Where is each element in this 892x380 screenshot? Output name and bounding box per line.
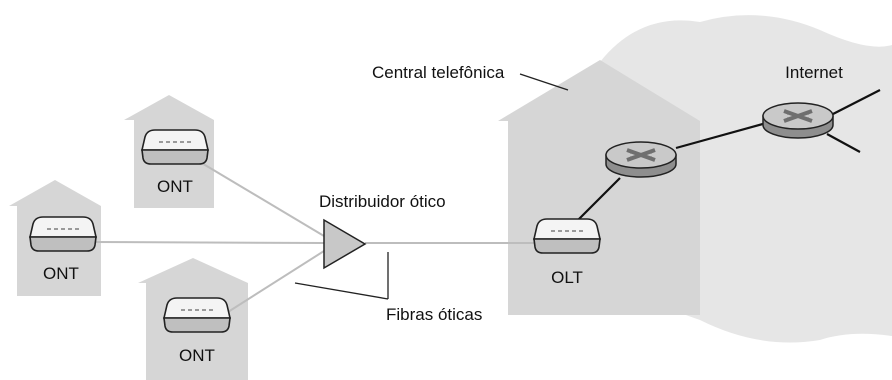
fibers-label: Fibras óticas — [386, 305, 482, 324]
router-icon-internet — [761, 101, 835, 140]
ont-modem-icon-bottom — [163, 297, 231, 333]
fiber-callout-lines — [294, 252, 389, 300]
ont-label-bottom: ONT — [179, 346, 215, 365]
router-icon-central — [604, 140, 678, 179]
olt-modem-icon — [533, 218, 601, 254]
ont-modem-icon-left — [29, 216, 97, 252]
internet-label: Internet — [785, 63, 843, 82]
splitter-label: Distribuidor ótico — [319, 192, 446, 211]
fiber-lines — [91, 161, 535, 313]
central-callout-line — [519, 73, 569, 91]
ont-label-left: ONT — [43, 264, 79, 283]
optical-splitter-icon — [323, 218, 367, 270]
ont-label-top: ONT — [157, 177, 193, 196]
ont-modem-icon-top — [141, 129, 209, 165]
olt-label: OLT — [551, 268, 583, 287]
central-office-label: Central telefônica — [372, 63, 505, 82]
